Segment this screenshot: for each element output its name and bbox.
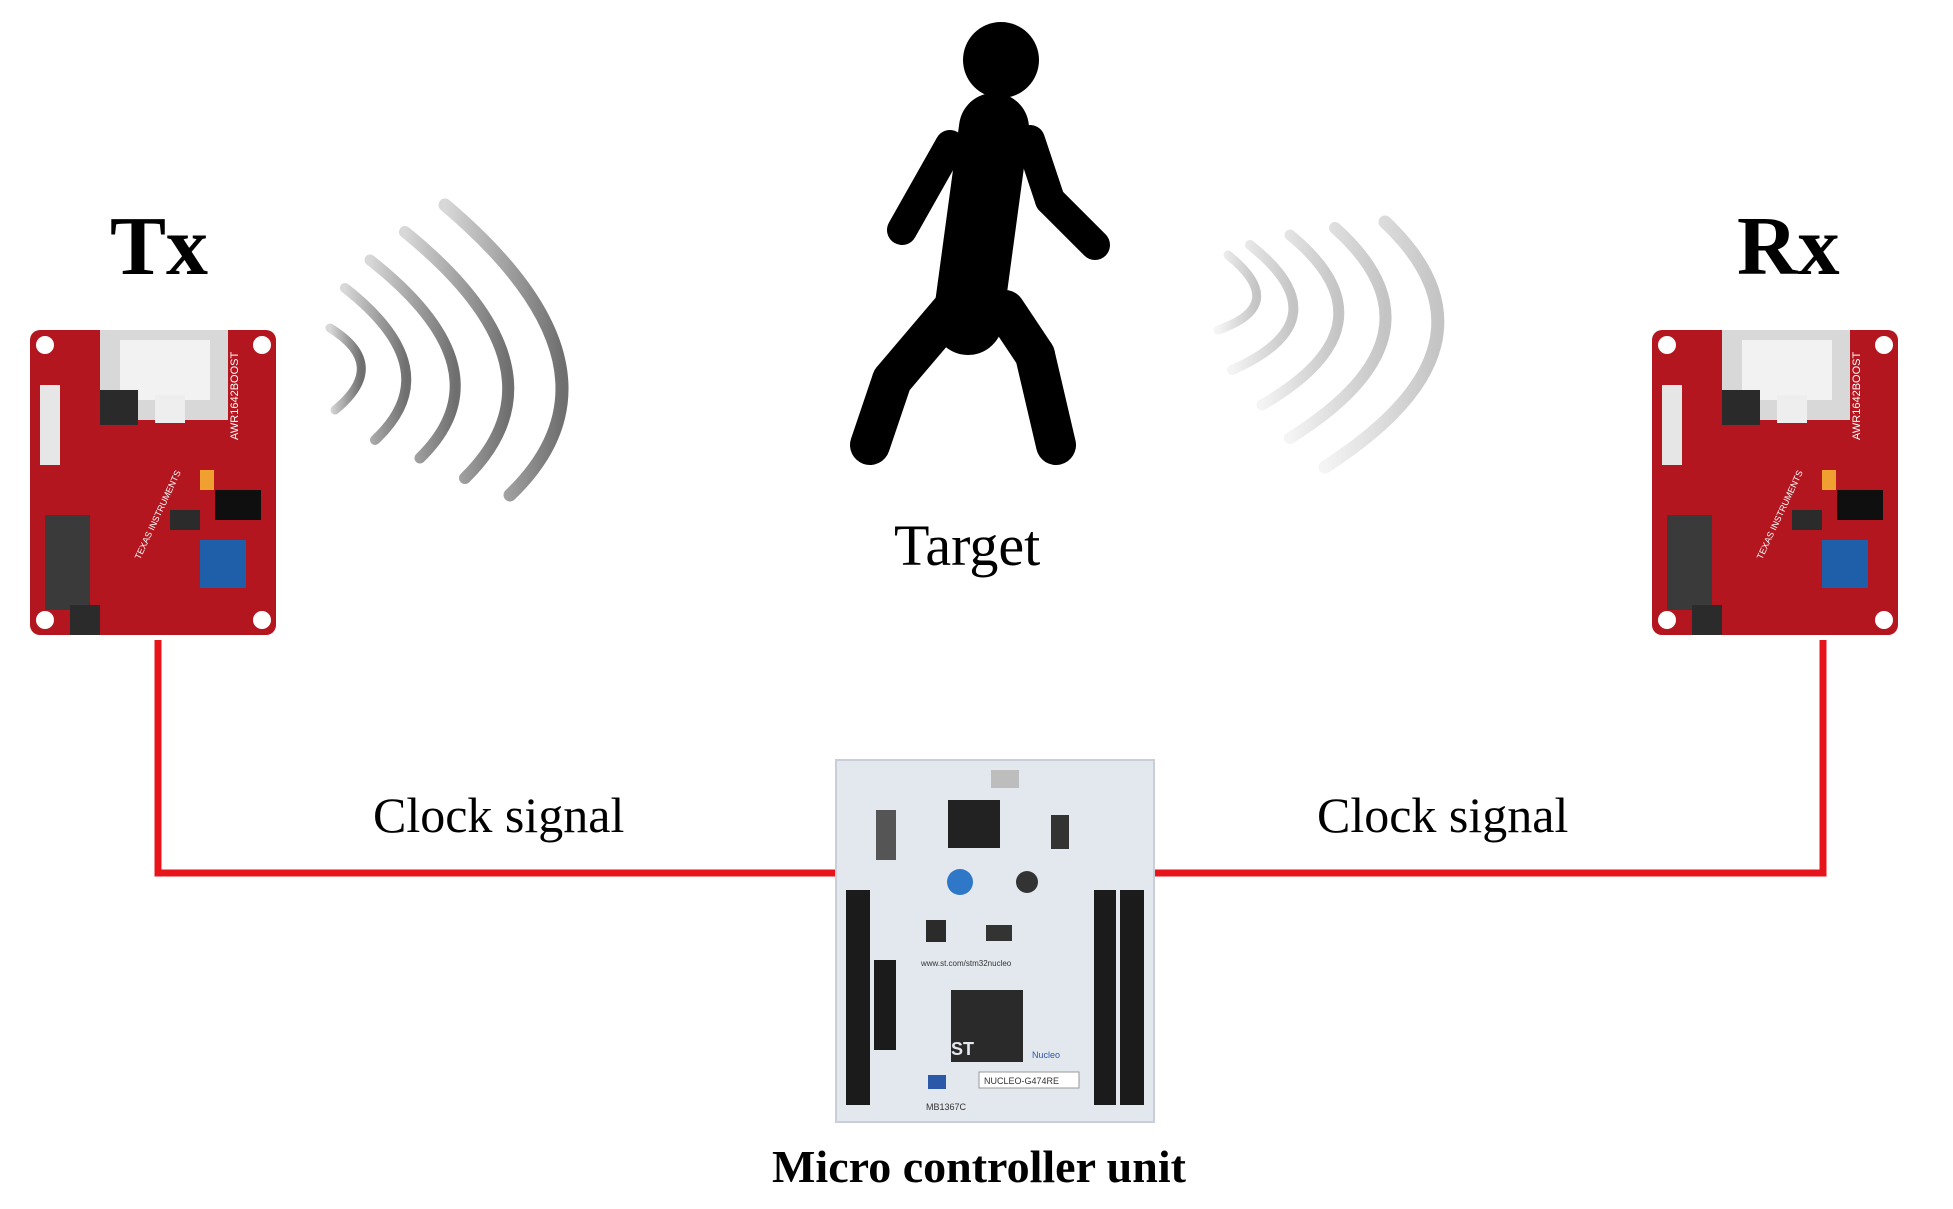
mcu-brand-text: ST: [951, 1039, 974, 1059]
microcontroller-board-icon: ST NUCLEO-G474RE MB1367C www.st.com/stm3…: [835, 759, 1155, 1123]
clock-signal-right-label: Clock signal: [1317, 787, 1569, 843]
mcu-model-text: NUCLEO-G474RE: [984, 1076, 1059, 1086]
tx-board-model-text: AWR1642BOOST: [229, 351, 241, 440]
mcu-nucleo-text: Nucleo: [1032, 1050, 1060, 1060]
mcu-label: Micro controller unit: [772, 1141, 1186, 1192]
tx-label: Tx: [110, 200, 209, 293]
transmit-wave-icon: [325, 198, 569, 502]
receive-wave-icon: [1213, 215, 1445, 474]
walking-person-icon: [850, 22, 1110, 465]
clock-wire-right: [1155, 640, 1827, 877]
mcu-revision-text: MB1367C: [926, 1102, 967, 1112]
rx-radar-board: AWR1642BOOST TEXAS INSTRUMENTS: [1652, 330, 1898, 635]
target-label: Target: [894, 513, 1041, 578]
mcu-url-text: www.st.com/stm32nucleo: [920, 959, 1012, 968]
clock-wire-left: [154, 640, 836, 877]
clock-signal-left-label: Clock signal: [373, 787, 625, 843]
rx-label: Rx: [1737, 200, 1840, 293]
rx-board-model-text: AWR1642BOOST: [1851, 351, 1863, 440]
tx-radar-board: AWR1642BOOST TEXAS INSTRUMENTS: [30, 330, 276, 635]
